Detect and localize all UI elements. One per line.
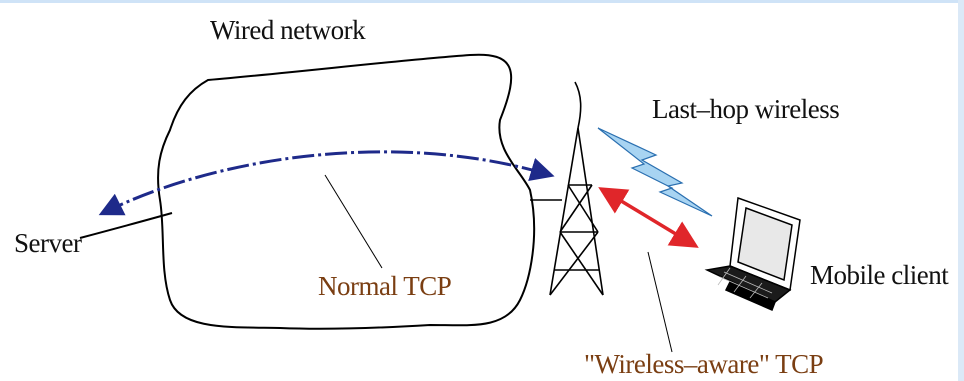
wired-network-label: Wired network <box>210 17 365 44</box>
last-hop-wireless-label: Last–hop wireless <box>652 96 839 123</box>
normal-tcp-label: Normal TCP <box>318 273 451 300</box>
mobile-client-label: Mobile client <box>810 262 948 289</box>
normal-tcp-arrow <box>103 152 550 213</box>
server-link-line <box>80 213 172 238</box>
wireless-aware-tcp-label: "Wireless–aware" TCP <box>584 351 823 378</box>
server-label: Server <box>14 230 81 257</box>
lightning-bolt-icon <box>598 128 712 216</box>
normal-tcp-pointer <box>325 175 382 268</box>
wireless-tcp-pointer <box>648 252 672 352</box>
laptop-icon <box>707 198 800 310</box>
cell-tower-icon <box>550 82 603 295</box>
